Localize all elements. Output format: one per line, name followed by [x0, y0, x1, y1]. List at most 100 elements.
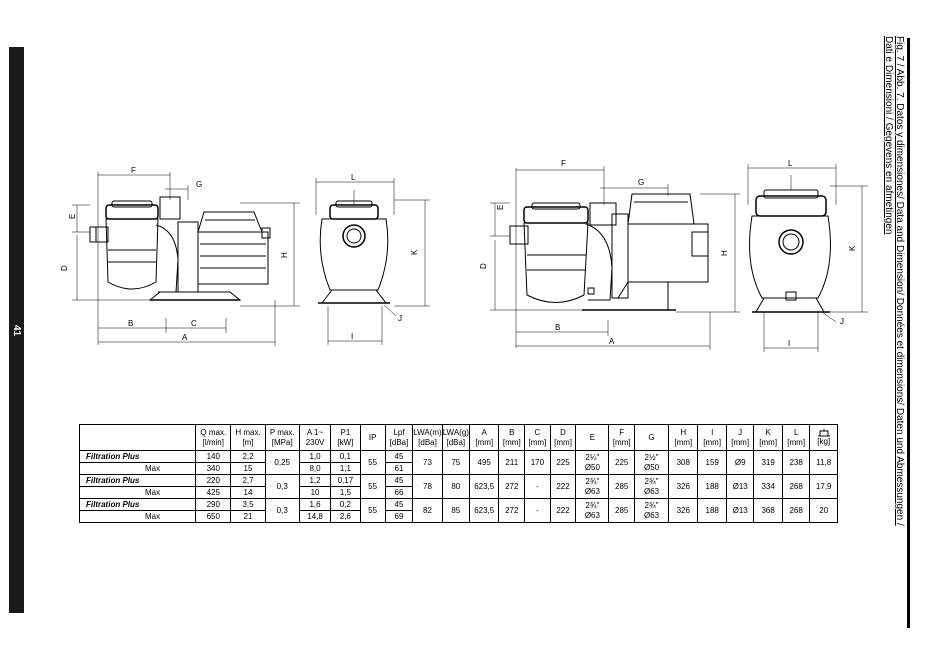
cell-dim-k: 319	[753, 450, 783, 475]
cell-dim-c: -	[524, 498, 551, 523]
max-label: Max	[78, 486, 197, 499]
cell-h-max: 21	[230, 510, 266, 523]
cell-dim-b: 272	[498, 498, 526, 523]
cell-h-min: 2,2	[230, 450, 266, 463]
cell-weight: 20	[809, 498, 838, 523]
header-q-max: Q max.[l/min]	[195, 424, 232, 451]
cell-dim-f: 285	[608, 474, 636, 499]
header-dim-e: E	[575, 424, 610, 451]
model-name: Filtration Plus	[78, 498, 197, 511]
dim-label-G-left: G	[196, 180, 202, 189]
cell-amp-min: 1,2	[298, 474, 332, 487]
cell-dim-e: 2¾"Ø63	[575, 498, 610, 523]
cell-dim-b: 272	[498, 474, 526, 499]
cell-p1-max: 1,1	[330, 462, 361, 475]
dim-label-K-right: K	[848, 245, 857, 251]
cell-dim-d: 222	[549, 474, 577, 499]
dim-label-G-right: G	[638, 178, 644, 187]
table-row: Filtration Plus 140 2,2 0,25 1,0 0,1 55 …	[78, 450, 838, 475]
header-dim-g: G	[634, 424, 670, 451]
dim-label-B-right: B	[555, 323, 560, 332]
cell-p1-min: 0,17	[330, 474, 361, 487]
cell-p1-min: 0,2	[330, 498, 361, 511]
caption-rule	[907, 38, 910, 628]
dim-label-E-left: E	[68, 214, 77, 219]
cell-lpf-min: 45	[384, 450, 414, 463]
cell-h-max: 14	[230, 486, 266, 499]
cell-lwag: 85	[441, 498, 470, 523]
cell-dim-l: 268	[781, 498, 811, 523]
cell-dim-c: 170	[524, 450, 551, 475]
cell-amp-min: 1,0	[298, 450, 332, 463]
dim-label-I-right: I	[788, 339, 790, 348]
cell-lpf-max: 69	[384, 510, 414, 523]
header-dim-l: L[mm]	[781, 424, 811, 451]
header-lwam: LWA(m)[dBa]	[412, 424, 443, 451]
cell-p-max: 0,3	[264, 474, 300, 499]
dim-label-F-right: F	[561, 159, 566, 168]
cell-dim-c: -	[524, 474, 551, 499]
cell-dim-b: 211	[498, 450, 526, 475]
cell-dim-f: 225	[608, 450, 636, 475]
cell-q-max: 425	[195, 486, 232, 499]
dim-label-E-right: E	[496, 205, 505, 210]
header-p1: P1[kW]	[330, 424, 361, 451]
header-dim-k: K[mm]	[753, 424, 783, 451]
cell-p1-max: 1,5	[330, 486, 361, 499]
cell-dim-h: 308	[668, 450, 699, 475]
header-dim-h: H[mm]	[668, 424, 699, 451]
header-dim-i: I[mm]	[697, 424, 727, 451]
cell-dim-g: 2¾"Ø63	[634, 474, 670, 499]
cell-lwam: 78	[412, 474, 443, 499]
table-row: Max 650 21 14,8 2,6 69	[78, 510, 838, 523]
cell-dim-f: 285	[608, 498, 636, 523]
dim-label-K-left: K	[410, 249, 419, 255]
dim-label-H-left: H	[280, 252, 289, 258]
dim-label-I-left: I	[351, 332, 353, 341]
header-blank	[78, 424, 197, 451]
cell-weight: 17,9	[809, 474, 838, 499]
cell-dim-a: 495	[468, 450, 500, 475]
cell-dim-h: 326	[668, 498, 699, 523]
max-label: Max	[78, 510, 197, 523]
weight-icon	[817, 429, 830, 437]
dim-label-C-left: C	[191, 319, 197, 328]
cell-q-min: 140	[195, 450, 232, 463]
dim-label-A-left: A	[182, 333, 188, 342]
dim-label-D-right: D	[479, 263, 488, 269]
cell-dim-a: 623,5	[468, 498, 500, 523]
cell-ip: 55	[359, 498, 386, 523]
cell-dim-j: Ø9	[725, 450, 755, 475]
cell-dim-l: 268	[781, 474, 811, 499]
cell-lpf-max: 66	[384, 486, 414, 499]
table-row: Max 340 15 8,0 1,1 61	[78, 462, 838, 475]
cell-dim-k: 334	[753, 474, 783, 499]
header-dim-j: J[mm]	[725, 424, 755, 451]
cell-dim-i: 188	[697, 474, 727, 499]
specifications-table: Q max.[l/min] H max.[m] P max.[MPa] A 1~…	[78, 424, 838, 523]
cell-dim-j: Ø13	[725, 498, 755, 523]
dim-label-L-left: L	[351, 173, 356, 182]
technical-drawings: F G E D H B C A L K I J F G E D H B A L …	[60, 159, 868, 352]
dim-label-H-right: H	[720, 250, 729, 256]
cell-dim-g: 2½"Ø50	[634, 450, 670, 475]
cell-h-min: 2,7	[230, 474, 266, 487]
header-p-max: P max.[MPa]	[264, 424, 300, 451]
header-weight: [kg]	[809, 424, 838, 451]
cell-lpf-min: 45	[384, 498, 414, 511]
dim-label-L-right: L	[788, 159, 793, 168]
table-row: Filtration Plus 220 2,7 0,3 1,2 0,17 55 …	[78, 474, 838, 499]
cell-dim-k: 368	[753, 498, 783, 523]
cell-dim-h: 326	[668, 474, 699, 499]
cell-lpf-min: 45	[384, 474, 414, 487]
cell-p-max: 0,25	[264, 450, 300, 475]
cell-dim-g: 2¾"Ø63	[634, 498, 670, 523]
dim-label-J-left: J	[398, 314, 402, 323]
cell-dim-j: Ø13	[725, 474, 755, 499]
cell-p1-max: 2,6	[330, 510, 361, 523]
cell-lwag: 75	[441, 450, 470, 475]
cell-weight: 11,8	[809, 450, 838, 475]
cell-amp-max: 14,8	[298, 510, 332, 523]
dim-label-J-right: J	[840, 317, 844, 326]
left-pump-front-view	[315, 178, 430, 345]
